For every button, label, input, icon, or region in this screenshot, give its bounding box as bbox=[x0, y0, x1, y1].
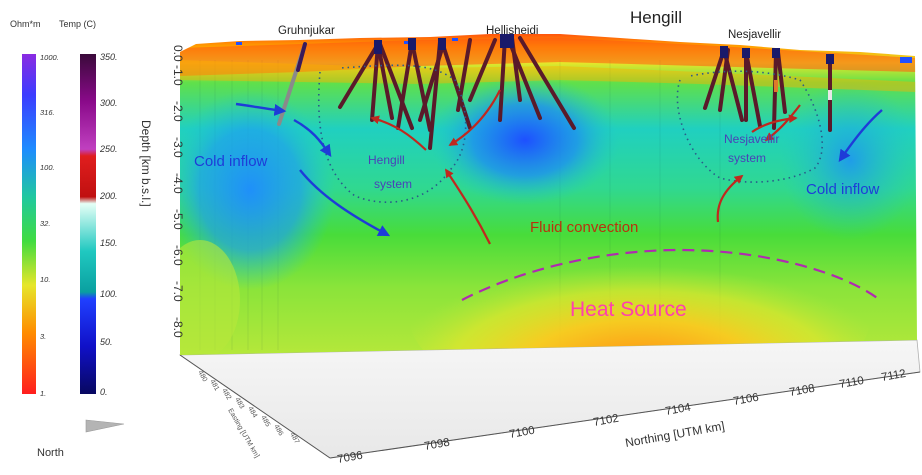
site-label-nesjavellir: Nesjavellir bbox=[728, 29, 781, 41]
resistivity-tick: 1. bbox=[40, 389, 46, 398]
resistivity-tick: 1000. bbox=[40, 53, 59, 62]
figure-title: Hengill bbox=[630, 8, 682, 27]
nesjavellir-system-outline bbox=[676, 70, 823, 183]
resistivity-tick: 316. bbox=[40, 108, 55, 117]
annotation-hengill-system-line2: system bbox=[374, 177, 412, 191]
easting-tick: 486 bbox=[272, 424, 284, 438]
depth-tick: -5.0 bbox=[171, 209, 185, 230]
cold-inflow-arrows bbox=[235, 102, 883, 237]
resistivity-tick: 32. bbox=[40, 219, 50, 228]
depth-tick: -8.0 bbox=[171, 317, 185, 338]
temperature-legend-header: Temp (C) bbox=[59, 19, 96, 29]
northing-tick: 7100 bbox=[508, 425, 535, 441]
model-base bbox=[178, 339, 921, 459]
northing-tick: 7108 bbox=[788, 383, 815, 399]
depth-tick: -1.0 bbox=[171, 65, 185, 86]
northing-tick: 7112 bbox=[880, 368, 906, 384]
easting-tick: 484 bbox=[246, 406, 258, 420]
depth-tick: 0.0 bbox=[171, 45, 185, 62]
temperature-tick: 50. bbox=[100, 337, 113, 347]
northing-tick: 7098 bbox=[423, 437, 450, 453]
resistivity-tick: 10. bbox=[40, 275, 50, 284]
annotation-hengill-system: Hengill system bbox=[368, 153, 412, 191]
north-label: North bbox=[37, 447, 64, 459]
temperature-tick: 150. bbox=[100, 238, 118, 248]
surface-markers bbox=[236, 38, 912, 63]
north-indicator: North bbox=[37, 419, 125, 459]
depth-tick: -7.0 bbox=[171, 281, 185, 302]
easting-tick: 481 bbox=[208, 379, 220, 393]
temperature-legend: Temp (C) 350. 300. 250. 200. 150. 100. 5… bbox=[59, 19, 118, 397]
annotation-fluid-convection: Fluid convection bbox=[530, 219, 638, 236]
easting-tick: 483 bbox=[233, 397, 245, 411]
depth-tick: -6.0 bbox=[171, 245, 185, 266]
northing-tick: 7096 bbox=[336, 450, 363, 466]
annotation-cold-inflow-left: Cold inflow bbox=[194, 153, 268, 170]
temperature-tick: 100. bbox=[100, 289, 118, 299]
site-label-hellisheidi: Hellisheidi bbox=[486, 25, 538, 37]
temperature-ticks: 350. 300. 250. 200. 150. 100. 50. 0. bbox=[99, 52, 118, 397]
depth-axis-label: Depth [km b.s.l.] bbox=[139, 120, 153, 207]
depth-axis: 0.0 -1.0 -2.0 -3.0 -4.0 -5.0 -6.0 -7.0 -… bbox=[139, 45, 185, 338]
depth-tick: -3.0 bbox=[171, 137, 185, 158]
resistivity-legend: Ohm*m 1000. 316. 100. 32. 10. 3. 1. bbox=[10, 19, 59, 398]
easting-tick: 487 bbox=[288, 432, 300, 446]
easting-axis-line bbox=[179, 354, 331, 459]
depth-tick: -4.0 bbox=[171, 173, 185, 194]
annotation-nesjavellir-system-line1: Nesjavellir bbox=[724, 132, 779, 146]
temperature-tick: 200. bbox=[99, 191, 118, 201]
annotation-cold-inflow-right: Cold inflow bbox=[806, 181, 880, 198]
resistivity-legend-header: Ohm*m bbox=[10, 19, 41, 29]
northing-axis: 7096 7098 7100 7102 7104 7106 7108 7110 … bbox=[336, 368, 906, 466]
resistivity-ticks: 1000. 316. 100. 32. 10. 3. 1. bbox=[40, 53, 59, 398]
northing-axis-label: Northing [UTM km] bbox=[624, 419, 726, 450]
annotation-heat-source: Heat Source bbox=[570, 298, 687, 321]
annotation-nesjavellir-system: Nesjavellir system bbox=[724, 132, 783, 165]
temperature-tick: 350. bbox=[100, 52, 118, 62]
easting-tick: 480 bbox=[196, 370, 208, 384]
northing-tick: 7110 bbox=[838, 375, 864, 391]
northing-axis-line bbox=[329, 371, 921, 459]
system-outlines bbox=[317, 64, 823, 203]
easting-tick: 485 bbox=[259, 415, 271, 429]
annotation-nesjavellir-system-line2: system bbox=[728, 151, 766, 165]
resistivity-color-bar bbox=[22, 54, 36, 394]
easting-tick: 482 bbox=[220, 388, 232, 402]
heat-source-boundary bbox=[461, 248, 881, 301]
temperature-tick: 250. bbox=[99, 144, 118, 154]
temperature-tick: 300. bbox=[100, 98, 118, 108]
north-arrow-icon bbox=[85, 419, 125, 433]
temperature-color-bar bbox=[80, 54, 96, 394]
model-floor bbox=[178, 339, 921, 459]
northing-tick: 7104 bbox=[664, 402, 692, 418]
northing-tick: 7102 bbox=[592, 413, 619, 429]
temperature-tick: 0. bbox=[100, 387, 108, 397]
resistivity-tick: 3. bbox=[40, 332, 46, 341]
resistivity-tick: 100. bbox=[40, 163, 55, 172]
depth-tick: -2.0 bbox=[171, 101, 185, 122]
northing-tick: 7106 bbox=[732, 392, 759, 408]
annotation-hengill-system-line1: Hengill bbox=[368, 153, 405, 167]
fluid-convection-arrows bbox=[370, 89, 801, 245]
boreholes bbox=[277, 34, 834, 150]
site-label-gruhnjukar: Gruhnjukar bbox=[278, 25, 335, 37]
